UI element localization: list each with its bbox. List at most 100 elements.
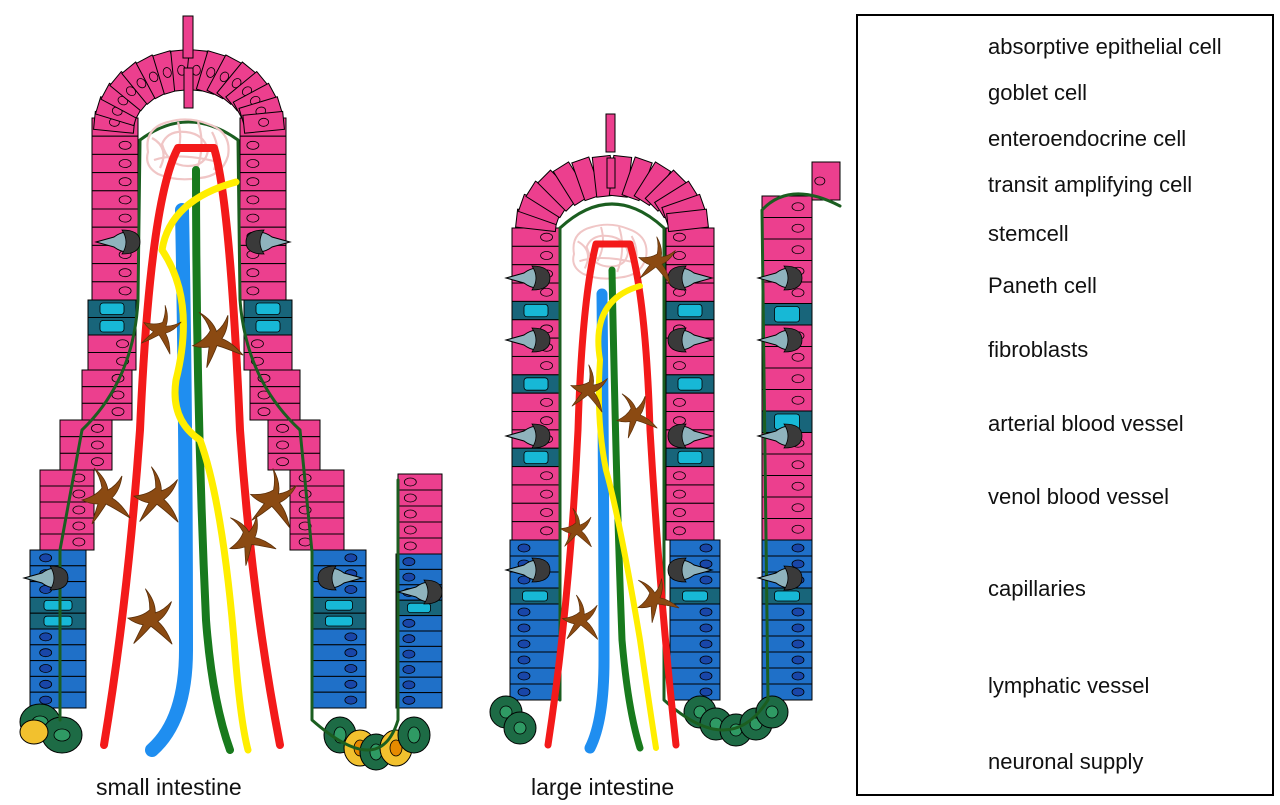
abs-cell	[762, 390, 812, 412]
abs-cell	[398, 538, 442, 554]
ee-cell	[670, 588, 720, 604]
shed-cell	[606, 114, 615, 152]
ta-cell	[30, 629, 86, 645]
ta-cell	[510, 604, 560, 620]
ta-cell	[762, 540, 812, 556]
ta-cell	[396, 662, 442, 677]
ta-cell	[312, 661, 366, 677]
abs-cell	[290, 502, 344, 518]
ee-cell	[666, 301, 714, 319]
abs-cell	[290, 534, 344, 550]
legend-label-12: neuronal supply	[988, 749, 1143, 775]
caption-small-intestine: small intestine	[96, 774, 242, 801]
ee-cell	[666, 448, 714, 466]
ta-cell	[510, 620, 560, 636]
ee-cell	[512, 375, 560, 393]
abs-cell	[290, 518, 344, 534]
abs-cell	[398, 474, 442, 490]
abs-cell	[762, 239, 812, 261]
legend-label-11: lymphatic vessel	[988, 673, 1149, 699]
legend-label-2: goblet cell	[988, 80, 1087, 106]
ta-cell	[510, 668, 560, 684]
ta-cell	[30, 645, 86, 661]
ee-cell	[244, 318, 292, 336]
small-intestine-villus	[20, 16, 442, 770]
abs-cell	[398, 490, 442, 506]
abs-cell	[240, 191, 286, 209]
abs-cell	[762, 368, 812, 390]
ta-cell	[396, 616, 442, 631]
abs-cell	[268, 437, 320, 454]
abs-cell	[512, 393, 560, 411]
ee-cell	[762, 588, 812, 604]
ta-cell	[396, 646, 442, 661]
ta-cell	[762, 636, 812, 652]
legend-label-10: capillaries	[988, 576, 1086, 602]
ta-cell	[312, 550, 366, 566]
shed-cell	[183, 16, 193, 58]
abs-cell	[512, 246, 560, 264]
ta-cell	[670, 668, 720, 684]
abs-cell	[92, 209, 138, 227]
legend-label-9: venol blood vessel	[988, 484, 1169, 510]
ee-cell	[88, 318, 136, 336]
abs-cell	[240, 264, 286, 282]
ta-cell	[30, 550, 86, 566]
abs-cell	[60, 453, 112, 470]
ta-cell	[762, 620, 812, 636]
ee-cell	[244, 300, 292, 318]
abs-cell	[812, 162, 840, 200]
ta-cell	[396, 677, 442, 692]
abs-cell	[398, 506, 442, 522]
ta-cell	[312, 692, 366, 708]
abs-cell	[512, 485, 560, 503]
ee-cell	[30, 597, 86, 613]
abs-cell	[512, 522, 560, 540]
abs-cell	[666, 246, 714, 264]
abs-cell	[40, 470, 94, 486]
ta-cell	[762, 652, 812, 668]
abs-cell	[512, 503, 560, 521]
abs-cell	[512, 356, 560, 374]
abs-cell	[762, 196, 812, 218]
ta-cell	[510, 652, 560, 668]
abs-cell	[60, 420, 112, 437]
ee-cell	[512, 448, 560, 466]
large-intestine-crypt	[490, 114, 840, 748]
abs-cell	[92, 154, 138, 172]
ta-cell	[670, 652, 720, 668]
abs-cell	[92, 136, 138, 154]
abs-cell	[762, 519, 812, 541]
ee-cell	[510, 588, 560, 604]
abs-cell	[82, 403, 132, 420]
legend-label-6: Paneth cell	[988, 273, 1097, 299]
abs-cell	[92, 191, 138, 209]
extruding-cell	[184, 68, 193, 108]
ta-cell	[762, 604, 812, 620]
ta-cell	[510, 540, 560, 556]
legend-label-5: stemcell	[988, 221, 1069, 247]
abs-cell	[240, 136, 286, 154]
abs-cell	[290, 470, 344, 486]
abs-cell	[762, 497, 812, 519]
abs-cell	[250, 403, 300, 420]
abs-cell	[666, 356, 714, 374]
abs-cell	[60, 437, 112, 454]
abs-cell	[92, 264, 138, 282]
ee-cell	[88, 300, 136, 318]
abs-cell	[290, 486, 344, 502]
abs-cell	[666, 467, 714, 485]
ta-cell	[396, 631, 442, 646]
abs-cell	[92, 173, 138, 191]
ta-cell	[670, 636, 720, 652]
legend-label-7: fibroblasts	[988, 337, 1088, 363]
ta-cell	[762, 668, 812, 684]
abs-cell	[268, 453, 320, 470]
legend-label-3: enteroendocrine cell	[988, 126, 1186, 152]
abs-cell	[666, 393, 714, 411]
ee-cell	[312, 597, 366, 613]
abs-cell	[240, 282, 286, 300]
legend-label-4: transit amplifying cell	[988, 172, 1192, 198]
ta-cell	[30, 661, 86, 677]
ee-cell	[30, 613, 86, 629]
